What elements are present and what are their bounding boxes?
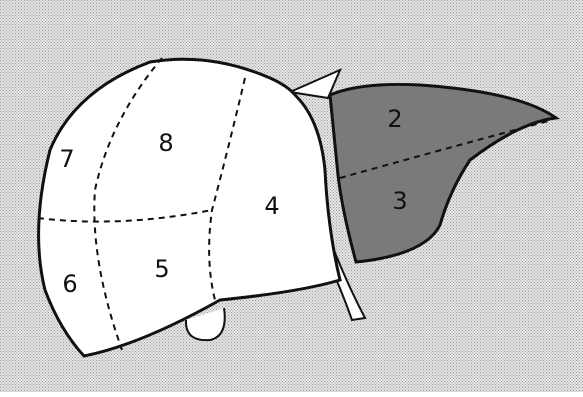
- segment-4-label: 4: [264, 192, 279, 220]
- segment-7-label: 7: [59, 145, 74, 173]
- segment-3-label: 3: [392, 187, 407, 215]
- segment-8-label: 8: [158, 129, 173, 157]
- segment-5-label: 5: [154, 255, 169, 283]
- segment-2-label: 2: [387, 105, 402, 133]
- segment-6-label: 6: [62, 270, 77, 298]
